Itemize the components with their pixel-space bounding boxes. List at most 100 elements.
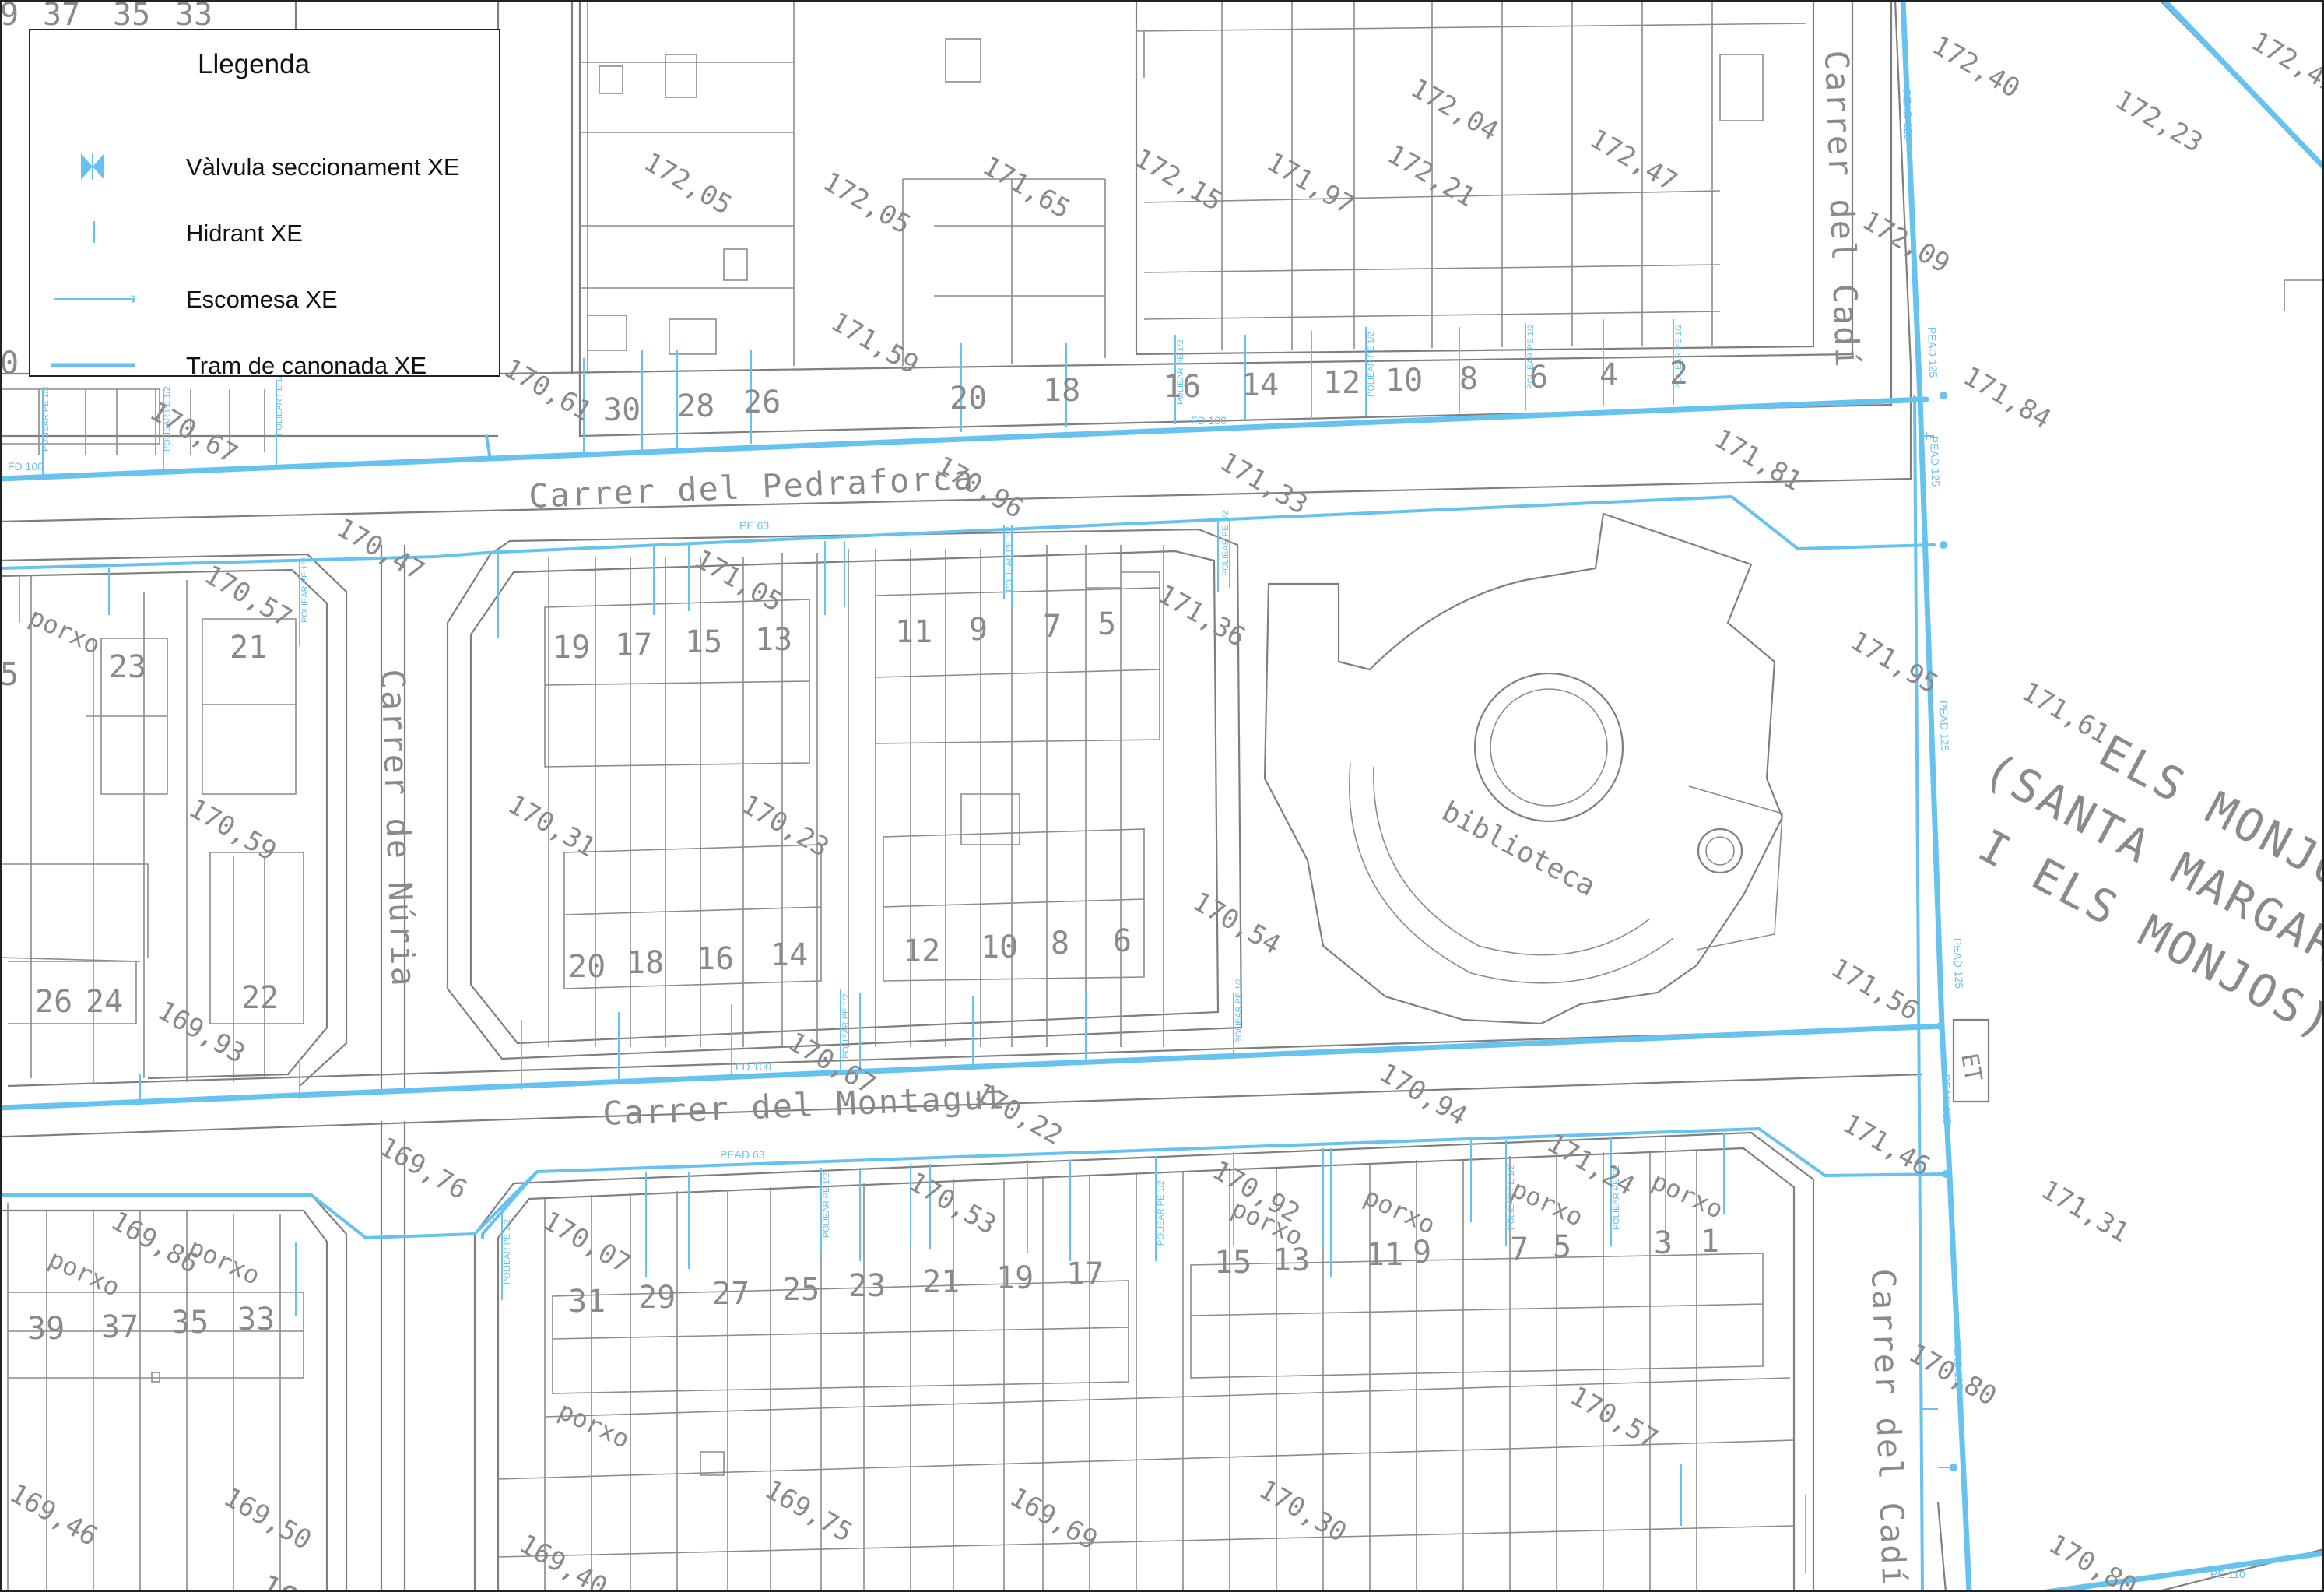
svg-text:172,15: 172,15: [1129, 142, 1227, 217]
svg-text:24: 24: [86, 984, 123, 1020]
svg-text:17: 17: [1066, 1256, 1104, 1292]
main-pipe-bottom-right[interactable]: [2044, 1550, 2324, 1592]
svg-text:39: 39: [27, 1311, 65, 1347]
pipe-label: FD 100: [735, 1060, 771, 1073]
svg-text:7: 7: [1043, 609, 1062, 645]
svg-text:8: 8: [1459, 361, 1478, 397]
main-pipe-montagut[interactable]: [0, 1023, 1945, 1111]
street-name-cadi-bottom: Carrer del Cadí: [1864, 1268, 1913, 1588]
pipe-label: PEAD 125: [1926, 327, 1940, 378]
svg-text:170,53: 170,53: [904, 1166, 1002, 1241]
svg-text:27: 27: [712, 1276, 750, 1312]
legend-item-hydrant: Hidrant XE: [30, 206, 499, 260]
svg-text:5: 5: [1097, 606, 1116, 642]
svg-text:6: 6: [1529, 360, 1548, 395]
service-connections: [19, 319, 1950, 1573]
svg-text:26: 26: [743, 385, 781, 420]
svg-text:23: 23: [109, 649, 146, 685]
svg-text:172,21: 172,21: [1382, 139, 1480, 213]
svg-text:17: 17: [615, 627, 652, 663]
pipe-label: FD 100: [1191, 414, 1227, 427]
valve-markers: [1919, 392, 1957, 1471]
svg-text:20: 20: [950, 381, 987, 416]
svg-text:POLIEAR PE 1/2: POLIEAR PE 1/2: [1176, 339, 1185, 405]
svg-text:22: 22: [241, 980, 279, 1016]
svg-text:12: 12: [903, 933, 940, 969]
pipe-label: PEAD 125: [1928, 436, 1942, 487]
svg-text:16: 16: [697, 941, 734, 977]
svg-text:5: 5: [1553, 1229, 1571, 1265]
svg-text:POLIEAR PE 1/2: POLIEAR PE 1/2: [1367, 332, 1376, 397]
svg-text:170,31: 170,31: [503, 789, 601, 863]
svg-text:30: 30: [603, 392, 641, 428]
svg-text:23: 23: [848, 1268, 886, 1304]
secondary-pipe-bottom[interactable]: [0, 1127, 1947, 1239]
svg-text:14: 14: [771, 937, 808, 973]
street-name-montagut: Carrer del Montagut: [602, 1077, 1006, 1133]
house-numbers: 37 35 33 30 28 26 20 18 16 14 12 10 8 6 …: [0, 0, 1719, 1592]
service-connection-icon: [54, 295, 140, 303]
svg-text:POLIEAR PE 1/2: POLIEAR PE 1/2: [503, 1219, 512, 1284]
legend-item-label: Vàlvula seccionament XE: [186, 153, 460, 181]
svg-text:170,80: 170,80: [2044, 1528, 2142, 1592]
svg-text:171,31: 171,31: [2036, 1174, 2134, 1249]
svg-text:porxo: porxo: [554, 1396, 634, 1454]
svg-text:19: 19: [996, 1260, 1034, 1296]
svg-text:171,33: 171,33: [1215, 446, 1313, 521]
svg-text:15: 15: [685, 624, 722, 660]
pipe-label: PEAD 63: [720, 1148, 765, 1161]
zone-label: ELS MONJOS (SANTA MARGARIDA I ELS MONJOS…: [1970, 725, 2324, 1051]
svg-text:16: 16: [1164, 369, 1201, 405]
svg-text:26: 26: [35, 984, 72, 1020]
street-name-cadi-top: Carrer del Cadí: [1817, 50, 1866, 370]
svg-text:35: 35: [113, 0, 150, 33]
transformer-label: ET: [1955, 1051, 1987, 1084]
svg-text:13: 13: [755, 622, 792, 658]
svg-text:2: 2: [1669, 356, 1688, 392]
map-legend: Llegenda Vàlvula seccionament XE Hidrant…: [29, 29, 500, 379]
svg-text:169,69: 169,69: [1005, 1481, 1103, 1556]
svg-text:172,42: 172,42: [2246, 26, 2324, 100]
svg-text:171,81: 171,81: [1709, 423, 1807, 497]
legend-item-valve: Vàlvula seccionament XE: [30, 139, 499, 194]
svg-text:170,59: 170,59: [184, 792, 282, 867]
svg-text:169: 169: [253, 1568, 320, 1592]
svg-text:170,54: 170,54: [1188, 886, 1286, 961]
svg-text:POLIEAR PE 1/2: POLIEAR PE 1/2: [300, 557, 310, 623]
svg-text:171,36: 171,36: [1153, 578, 1251, 653]
svg-text:33: 33: [237, 1302, 275, 1337]
svg-text:170,61: 170,61: [499, 353, 597, 427]
svg-text:porxo: porxo: [1508, 1174, 1588, 1232]
svg-text:25: 25: [782, 1272, 820, 1308]
svg-text:169,86: 169,86: [106, 1205, 204, 1280]
svg-text:28: 28: [677, 388, 714, 424]
main-pipe-right[interactable]: [2161, 0, 2324, 170]
svg-text:3: 3: [1654, 1225, 1673, 1261]
svg-text:POLIEAR PE 1/2: POLIEAR PE 1/2: [163, 386, 172, 452]
svg-text:171,56: 171,56: [1826, 952, 1924, 1027]
svg-text:12: 12: [1323, 365, 1360, 401]
svg-text:10: 10: [1385, 363, 1423, 399]
svg-text:9: 9: [0, 0, 19, 33]
legend-item-label: Escomesa XE: [186, 286, 338, 313]
svg-text:porxo: porxo: [25, 602, 105, 660]
svg-text:6: 6: [1113, 923, 1132, 959]
svg-text:POLIEAR PE 1/2: POLIEAR PE 1/2: [41, 386, 51, 452]
svg-text:21: 21: [922, 1264, 960, 1300]
street-name-pedraforca: Carrer del Pedraforca: [528, 459, 975, 515]
secondary-pipe-block-a[interactable]: [0, 495, 1936, 570]
svg-text:33: 33: [175, 0, 212, 33]
svg-text:porxo: porxo: [1648, 1166, 1728, 1225]
pipe-label: PEAD 125: [1951, 938, 1965, 989]
pipe-label: FD 100: [8, 460, 44, 473]
svg-text:31: 31: [568, 1284, 606, 1320]
svg-text:172,47: 172,47: [1585, 123, 1683, 198]
legend-item-label: Tram de canonada XE: [186, 352, 427, 379]
svg-text:10: 10: [981, 930, 1018, 965]
svg-text:169,40: 169,40: [514, 1528, 613, 1592]
valve-icon: [81, 153, 104, 180]
main-pipe-pedraforca[interactable]: [0, 396, 1929, 482]
svg-text:8: 8: [1051, 926, 1069, 961]
